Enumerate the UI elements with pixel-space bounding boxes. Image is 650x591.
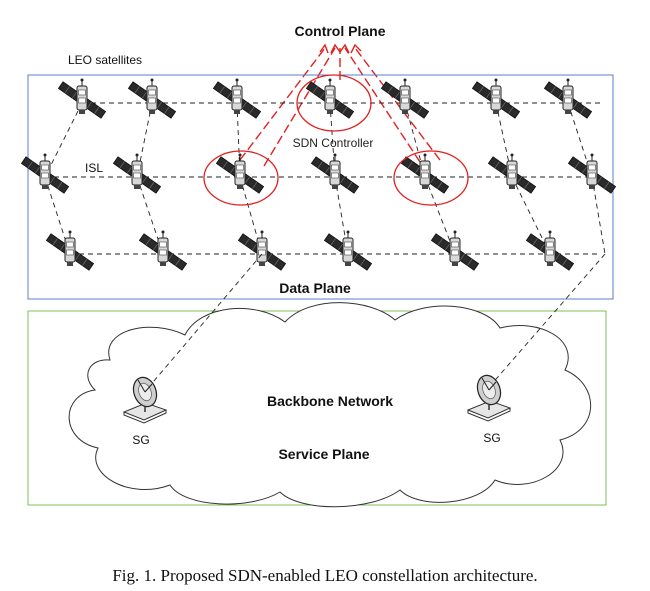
backbone-network-label: Backbone Network — [267, 393, 393, 409]
control-plane-title: Control Plane — [294, 23, 385, 39]
satellite-icon — [471, 78, 521, 119]
satellite-icon — [305, 78, 355, 119]
ground-links — [147, 253, 606, 389]
satellite-icon — [138, 230, 188, 271]
sdn-controller-label: SDN Controller — [293, 136, 374, 150]
satellite-icon — [310, 153, 360, 194]
satellite-icon — [57, 78, 107, 119]
sdn-controller-highlights — [203, 74, 469, 206]
satellite-icon — [525, 230, 575, 271]
backbone-cloud-shape — [68, 302, 592, 508]
satellite-icon — [380, 78, 430, 119]
satellite-icon — [237, 230, 287, 271]
satellite-icon — [323, 230, 373, 271]
data-plane-title: Data Plane — [279, 280, 351, 296]
service-plane-title: Service Plane — [278, 446, 369, 462]
satellite-grid — [20, 78, 617, 271]
figure-caption: Fig. 1. Proposed SDN-enabled LEO constel… — [112, 566, 538, 585]
satellite-icon — [45, 230, 95, 271]
satellite-icon — [567, 153, 617, 194]
ground-station-left-label: SG — [132, 433, 149, 447]
satellite-icon — [430, 230, 480, 271]
isl-label: ISL — [85, 161, 103, 175]
satellite-icon — [487, 153, 537, 194]
control-arrowheads-icon — [319, 43, 362, 54]
satellite-icon — [215, 153, 265, 194]
ground-station-right-label: SG — [483, 431, 500, 445]
satellite-icon — [400, 153, 450, 194]
satellite-icon — [543, 78, 593, 119]
satellite-icon — [127, 78, 177, 119]
satellite-icon — [212, 78, 262, 119]
satellite-icon — [112, 153, 162, 194]
leo-satellites-label: LEO satellites — [68, 53, 142, 67]
